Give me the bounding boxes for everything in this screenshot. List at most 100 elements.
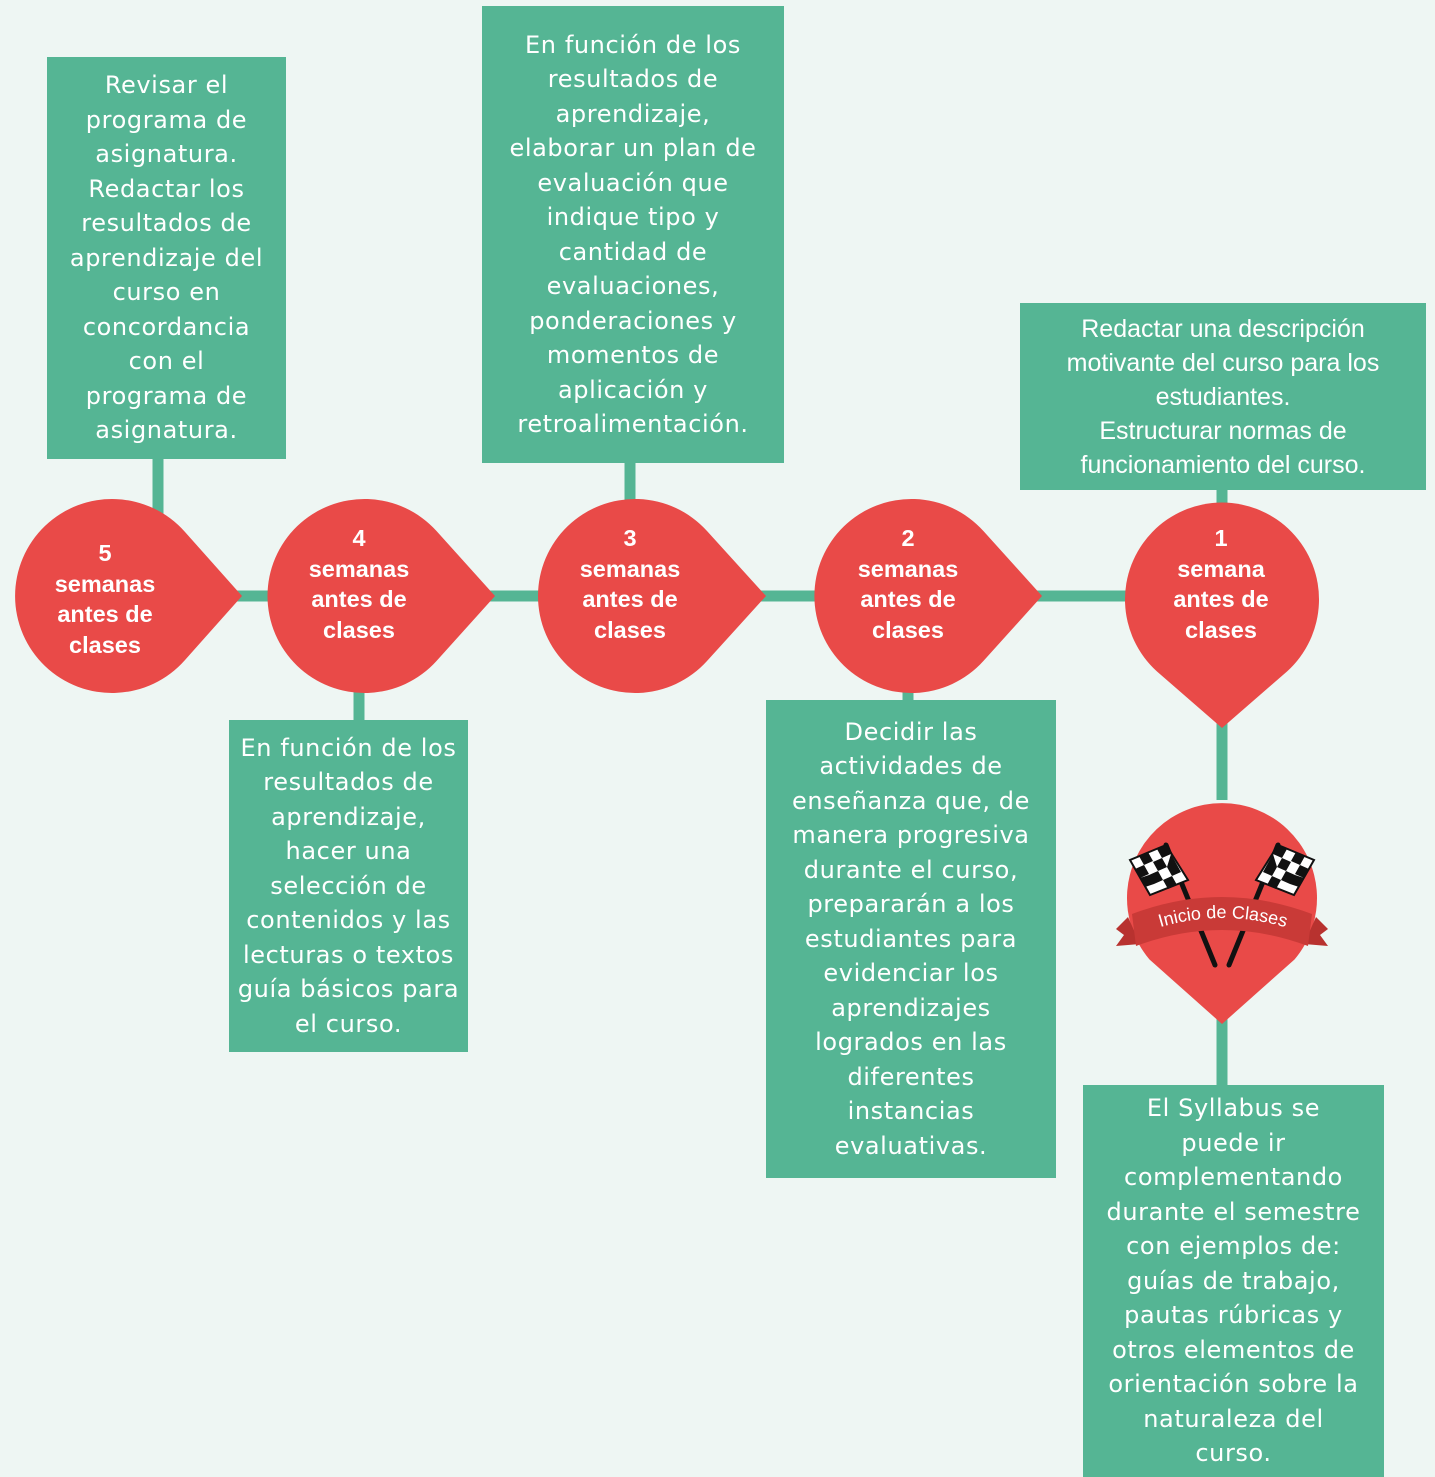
task-line: ponderaciones y xyxy=(529,306,737,335)
task-line: instancias xyxy=(847,1097,975,1126)
milestone-line: clases xyxy=(69,631,141,658)
task-line: retroalimentación. xyxy=(517,410,749,438)
task-box-week2: Decidir las actividades de enseñanza que… xyxy=(766,700,1056,1178)
task-line: aprendizaje del xyxy=(69,243,264,272)
task-box-week4: En función de los resultados de aprendiz… xyxy=(229,720,468,1052)
start-badge: Inicio de Clases xyxy=(1116,803,1328,1024)
task-line: Redactar los xyxy=(88,174,245,203)
milestone-week1: 1 semana antes de clases xyxy=(1141,523,1301,645)
ribbon-tail-right xyxy=(1304,917,1328,946)
milestone-line: antes de xyxy=(860,586,956,612)
task-line: contenidos y las xyxy=(246,906,451,935)
milestone-week4: 4 semanas antes de clases xyxy=(279,523,439,645)
milestone-line: semanas xyxy=(857,555,959,582)
task-line: El Syllabus se xyxy=(1146,1094,1321,1123)
task-line: evaluación que xyxy=(537,168,729,197)
pin-week3 xyxy=(538,498,766,693)
checkered-flag-right-icon xyxy=(1254,843,1316,897)
task-line: selección de xyxy=(270,871,427,900)
milestone-number: 3 xyxy=(623,525,637,551)
task-box-start: El Syllabus se puede ir complementando d… xyxy=(1083,1085,1384,1477)
task-line: momentos de xyxy=(546,341,720,369)
milestone-number: 2 xyxy=(901,525,915,551)
task-line: prepararán a los xyxy=(807,890,1015,919)
task-line: resultados de xyxy=(547,65,719,93)
pin-week1 xyxy=(1125,502,1319,728)
task-line: elaborar un plan de xyxy=(509,134,757,162)
task-line: puede ir xyxy=(1181,1128,1286,1157)
task-line: motivante del curso para los xyxy=(1066,348,1380,377)
task-box-week3: En función de los resultados de aprendiz… xyxy=(482,6,784,463)
ribbon-band xyxy=(1132,897,1312,946)
task-line: programa de xyxy=(85,381,248,410)
pin-week4 xyxy=(267,498,495,693)
task-box-week1: Redactar una descripción motivante del c… xyxy=(1020,303,1426,490)
milestone-week5: 5 semanas antes de clases xyxy=(25,538,185,660)
checkered-flag-left-icon xyxy=(1128,843,1190,897)
task-line: hacer una xyxy=(285,837,412,866)
task-line: evaluaciones, xyxy=(546,272,720,300)
task-line: naturaleza del xyxy=(1143,1404,1324,1433)
task-line: durante el semestre xyxy=(1106,1197,1361,1226)
milestone-line: antes de xyxy=(1173,586,1269,612)
milestone-line: semanas xyxy=(579,555,681,582)
task-line: actividades de xyxy=(819,752,1003,781)
task-line: guías de trabajo, xyxy=(1127,1266,1340,1295)
task-line: asignatura. xyxy=(95,416,238,445)
milestone-line: semana xyxy=(1177,555,1265,582)
task-line: En función de los xyxy=(240,733,457,762)
task-line: enseñanza que, de xyxy=(792,786,1030,815)
task-line: otros elementos de xyxy=(1112,1335,1355,1364)
task-line: evidenciar los xyxy=(823,959,999,988)
milestone-line: antes de xyxy=(57,601,153,627)
task-line: resultados de xyxy=(81,209,252,238)
task-line: guía básicos para xyxy=(237,975,460,1004)
task-line: aprendizaje, xyxy=(271,802,426,831)
task-line: durante el curso, xyxy=(803,855,1019,884)
milestone-line: antes de xyxy=(582,586,678,612)
task-line: Revisar el xyxy=(104,71,229,100)
task-line: diferentes xyxy=(847,1062,975,1091)
milestone-week3: 3 semanas antes de clases xyxy=(550,523,710,645)
task-line: indique tipo y xyxy=(546,203,720,231)
task-line: complementando xyxy=(1124,1163,1343,1192)
task-line: pautas rúbricas y xyxy=(1124,1301,1343,1330)
task-line: con el xyxy=(128,347,205,376)
milestone-number: 5 xyxy=(98,540,112,566)
milestone-line: semanas xyxy=(308,555,410,582)
task-line: curso. xyxy=(1195,1439,1272,1468)
task-line: concordancia xyxy=(82,312,251,341)
task-line: En función de los xyxy=(525,30,741,59)
ribbon-tail-left xyxy=(1116,917,1140,946)
task-line: manera progresiva xyxy=(792,821,1030,850)
milestone-line: semanas xyxy=(54,570,156,597)
task-line: Redactar una descripción xyxy=(1081,314,1365,343)
pin-week2 xyxy=(814,499,1042,693)
task-line: aprendizaje, xyxy=(555,99,711,128)
task-line: asignatura. xyxy=(95,140,238,169)
task-line: curso en xyxy=(112,278,221,307)
milestone-line: antes de xyxy=(311,586,407,612)
task-line: Decidir las xyxy=(844,717,978,746)
task-line: orientación sobre la xyxy=(1108,1370,1359,1399)
milestone-line: clases xyxy=(872,616,944,643)
task-line: estudiantes para xyxy=(804,924,1018,953)
task-line: evaluativas. xyxy=(834,1131,988,1160)
task-line: aplicación y xyxy=(558,375,708,404)
task-line: resultados de xyxy=(263,768,434,797)
task-line: con ejemplos de: xyxy=(1126,1232,1341,1261)
task-line: logrados en las xyxy=(815,1028,1007,1057)
task-line: programa de xyxy=(85,105,248,134)
task-line: cantidad de xyxy=(558,237,708,266)
milestone-line: clases xyxy=(594,616,666,643)
milestone-week2: 2 semanas antes de clases xyxy=(828,523,988,645)
task-line: el curso. xyxy=(294,1009,403,1038)
pin-week5 xyxy=(15,498,242,693)
milestone-number: 1 xyxy=(1214,525,1228,551)
milestone-line: clases xyxy=(323,616,395,643)
task-line: lecturas o textos xyxy=(242,940,455,969)
task-box-week5: Revisar el programa de asignatura. Redac… xyxy=(47,57,286,459)
task-line: funcionamiento del curso. xyxy=(1080,450,1366,479)
task-line: Estructurar normas de xyxy=(1099,416,1347,445)
